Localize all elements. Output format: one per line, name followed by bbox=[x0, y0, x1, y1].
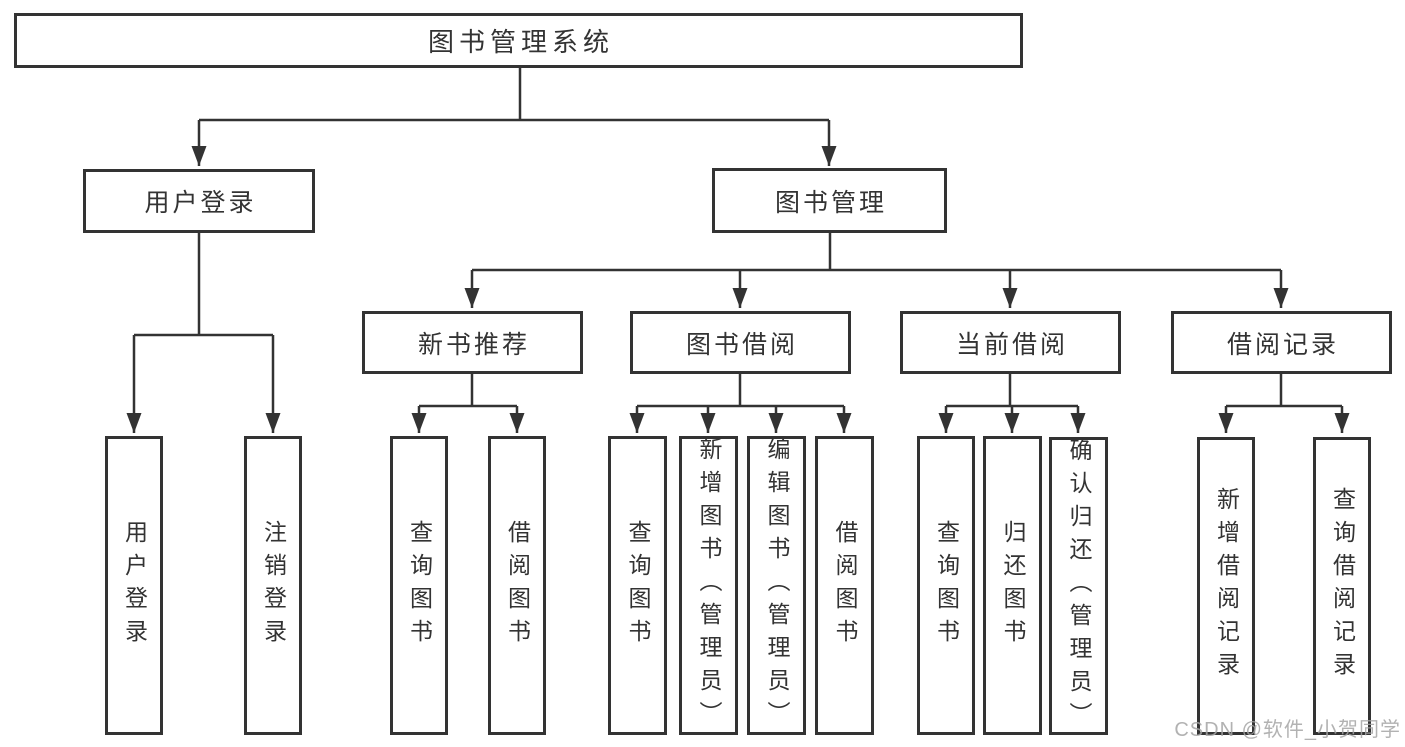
node-borrow-records-label: 借阅记录 bbox=[1226, 330, 1339, 359]
leaf-borrow-add-books-admin: 新增图书（管理员） bbox=[679, 436, 738, 735]
leaf-borrow-query-books-label: 查询图书 bbox=[625, 519, 651, 652]
leaf-borrow-add-books-admin-label: 新增图书（管理员） bbox=[696, 437, 722, 734]
leaf-current-return-books-label: 归还图书 bbox=[1000, 519, 1026, 652]
leaf-borrow-edit-books-admin: 编辑图书（管理员） bbox=[747, 436, 806, 735]
leaf-borrow-query-books: 查询图书 bbox=[608, 436, 667, 735]
leaf-borrow-edit-books-admin-label: 编辑图书（管理员） bbox=[764, 437, 790, 734]
branch-root bbox=[199, 68, 829, 122]
leaf-user-login-label: 用户登录 bbox=[121, 519, 148, 652]
node-new-book-recommend-label: 新书推荐 bbox=[417, 330, 530, 359]
leaf-newbook-borrow-books: 借阅图书 bbox=[488, 436, 546, 735]
node-current-borrow-label: 当前借阅 bbox=[955, 330, 1068, 359]
leaf-borrow-borrow-books: 借阅图书 bbox=[815, 436, 874, 735]
leaf-records-query-record-label: 查询借阅记录 bbox=[1329, 487, 1356, 685]
branch-current-borrow bbox=[946, 374, 1078, 408]
node-root-label: 图书管理系统 bbox=[427, 27, 614, 57]
node-user-login: 用户登录 bbox=[83, 169, 315, 233]
leaf-current-confirm-return-admin-label: 确认归还（管理员） bbox=[1066, 437, 1092, 735]
node-book-management-label: 图书管理 bbox=[774, 188, 887, 217]
node-new-book-recommend: 新书推荐 bbox=[362, 311, 583, 374]
branch-book-management bbox=[472, 233, 1281, 272]
leaf-borrow-borrow-books-label: 借阅图书 bbox=[832, 519, 858, 652]
branch-new-book bbox=[419, 374, 517, 408]
node-root: 图书管理系统 bbox=[14, 13, 1023, 68]
node-borrow-records: 借阅记录 bbox=[1171, 311, 1392, 374]
leaf-records-query-record: 查询借阅记录 bbox=[1313, 437, 1371, 735]
node-user-login-label: 用户登录 bbox=[144, 189, 257, 217]
node-book-borrow: 图书借阅 bbox=[630, 311, 851, 374]
leaf-current-query-books: 查询图书 bbox=[917, 436, 975, 735]
leaf-newbook-query-books: 查询图书 bbox=[390, 436, 448, 735]
branch-borrow-records bbox=[1226, 374, 1342, 408]
leaf-logout-label: 注销登录 bbox=[260, 519, 287, 652]
leaf-current-confirm-return-admin: 确认归还（管理员） bbox=[1049, 437, 1108, 735]
leaf-logout: 注销登录 bbox=[244, 436, 302, 735]
leaf-records-add-record-label: 新增借阅记录 bbox=[1213, 487, 1240, 685]
node-book-management: 图书管理 bbox=[712, 168, 947, 233]
leaf-newbook-query-books-label: 查询图书 bbox=[406, 519, 433, 652]
leaf-user-login: 用户登录 bbox=[105, 436, 163, 735]
leaf-newbook-borrow-books-label: 借阅图书 bbox=[504, 519, 531, 652]
leaf-records-add-record: 新增借阅记录 bbox=[1197, 437, 1255, 735]
branch-book-borrow bbox=[637, 374, 844, 408]
branch-user-login bbox=[134, 233, 273, 337]
node-book-borrow-label: 图书借阅 bbox=[685, 330, 798, 359]
node-current-borrow: 当前借阅 bbox=[900, 311, 1121, 374]
leaf-current-return-books: 归还图书 bbox=[983, 436, 1042, 735]
leaf-current-query-books-label: 查询图书 bbox=[933, 519, 960, 652]
